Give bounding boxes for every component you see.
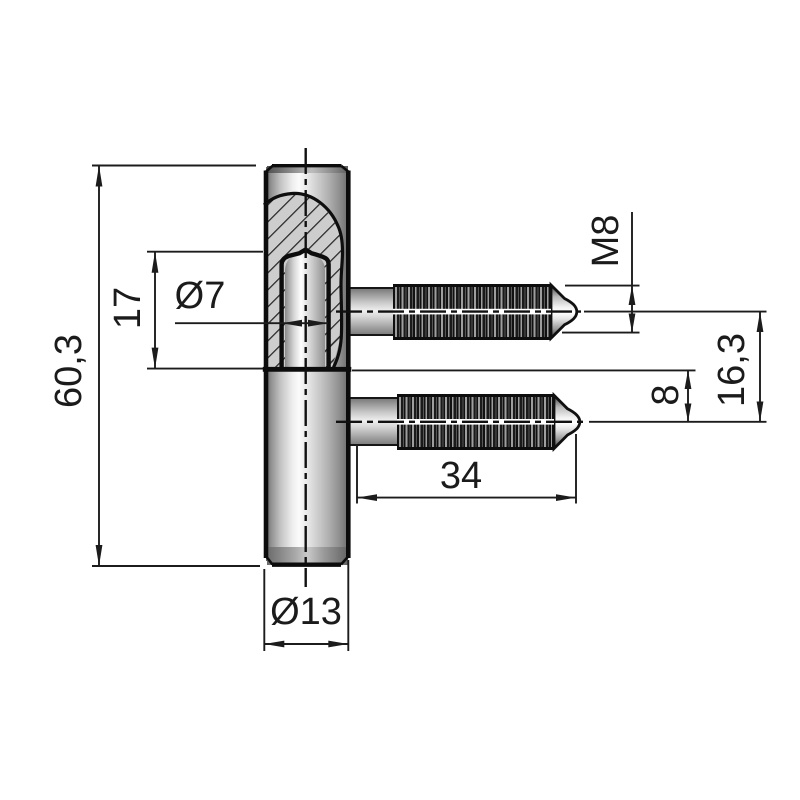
upper-dowel-thread: [393, 283, 551, 340]
upper-dowel-shank: [350, 287, 394, 336]
lower-dowel-shank: [350, 397, 398, 446]
dim-label-thread-size: M8: [585, 214, 627, 268]
dim-label-bore-depth: 17: [107, 286, 149, 330]
lower-dowel-thread: [397, 393, 554, 450]
dim-label-body-diameter: Ø13: [270, 591, 342, 633]
hinge-pin: [285, 253, 325, 369]
dim-label-bore-diameter: Ø7: [174, 275, 226, 317]
lower-dowel-tip: [552, 391, 582, 452]
body-top-chamfer-face: [267, 166, 348, 173]
dim-label-dowel-length: 34: [439, 455, 483, 497]
dim-label-axis-spacing: 16,3: [711, 333, 753, 407]
body-bottom-chamfer-face: [267, 547, 348, 565]
dim-label-overall-height: 60,3: [48, 334, 90, 408]
dim-label-split-to-lower-axis: 8: [645, 384, 687, 406]
upper-dowel-tip: [549, 281, 579, 342]
